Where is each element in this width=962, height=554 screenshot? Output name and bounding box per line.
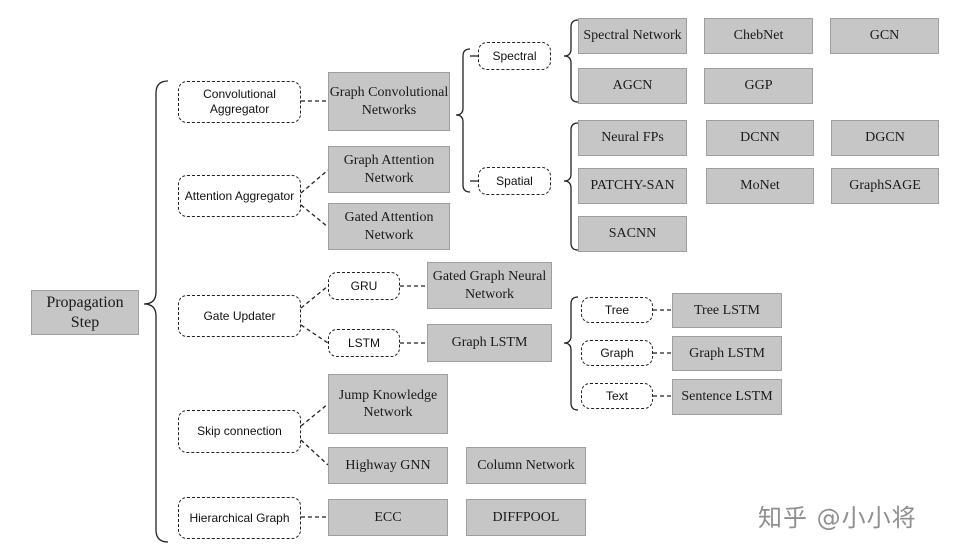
neural-fps-node: Neural FPs bbox=[578, 120, 687, 156]
graphsage-node: GraphSAGE bbox=[831, 168, 939, 204]
root-brace bbox=[143, 80, 169, 543]
gaan-node: Gated Attention Network bbox=[328, 203, 450, 250]
propagation-step-node: Propagation Step bbox=[31, 290, 139, 335]
diffpool-node: DIFFPOOL bbox=[466, 499, 586, 536]
skip-connection-node: Skip connection bbox=[178, 410, 301, 453]
graph-lstm-2-node: Graph LSTM bbox=[672, 336, 782, 371]
lstm-brace bbox=[563, 296, 579, 411]
spectral-network-node: Spectral Network bbox=[578, 18, 687, 54]
graph-node: Graph bbox=[581, 340, 653, 366]
dgcn-node: DGCN bbox=[831, 120, 939, 156]
graph-lstm-node: Graph LSTM bbox=[427, 324, 552, 362]
gcn-brace bbox=[455, 48, 471, 193]
chebnet-node: ChebNet bbox=[704, 18, 813, 54]
link-gate-lstm bbox=[300, 324, 329, 344]
link-skip-jkn bbox=[300, 403, 329, 427]
link-att-gat bbox=[300, 169, 329, 194]
tree-node: Tree bbox=[581, 297, 653, 323]
spectral-node: Spectral bbox=[478, 42, 551, 70]
lstm-node: LSTM bbox=[328, 329, 400, 357]
highway-gnn-node: Highway GNN bbox=[328, 447, 448, 484]
spatial-brace bbox=[563, 122, 579, 251]
monet-node: MoNet bbox=[706, 168, 814, 204]
agcn-node: AGCN bbox=[578, 68, 687, 104]
gate-updater-node: Gate Updater bbox=[178, 295, 301, 337]
link-gate-gru bbox=[300, 285, 329, 309]
spatial-node: Spatial bbox=[478, 167, 551, 195]
sacnn-node: SACNN bbox=[578, 216, 687, 252]
dcnn-node: DCNN bbox=[706, 120, 814, 156]
link-att-gaan bbox=[300, 204, 329, 228]
gcn-family-node: Graph Convolutional Networks bbox=[328, 72, 450, 131]
link-skip-highway bbox=[300, 439, 329, 466]
ggnn-node: Gated Graph Neural Network bbox=[427, 262, 552, 309]
text-node: Text bbox=[581, 383, 653, 409]
gru-node: GRU bbox=[328, 272, 400, 300]
tree-lstm-node: Tree LSTM bbox=[672, 293, 782, 328]
ecc-node: ECC bbox=[328, 499, 448, 536]
jkn-node: Jump Knowledge Network bbox=[328, 374, 448, 434]
sentence-lstm-node: Sentence LSTM bbox=[672, 379, 782, 415]
hierarchical-graph-node: Hierarchical Graph bbox=[178, 497, 301, 539]
patchy-san-node: PATCHY-SAN bbox=[578, 168, 687, 204]
column-network-node: Column Network bbox=[466, 447, 586, 484]
ggp-node: GGP bbox=[704, 68, 813, 104]
gat-node: Graph Attention Network bbox=[328, 146, 450, 193]
convolutional-aggregator-node: Convolutional Aggregator bbox=[178, 81, 301, 123]
attention-aggregator-node: Attention Aggregator bbox=[178, 175, 301, 217]
spectral-brace bbox=[563, 19, 579, 103]
watermark-text: 知乎 @小小将 bbox=[758, 504, 917, 532]
gcn-node: GCN bbox=[830, 18, 939, 54]
